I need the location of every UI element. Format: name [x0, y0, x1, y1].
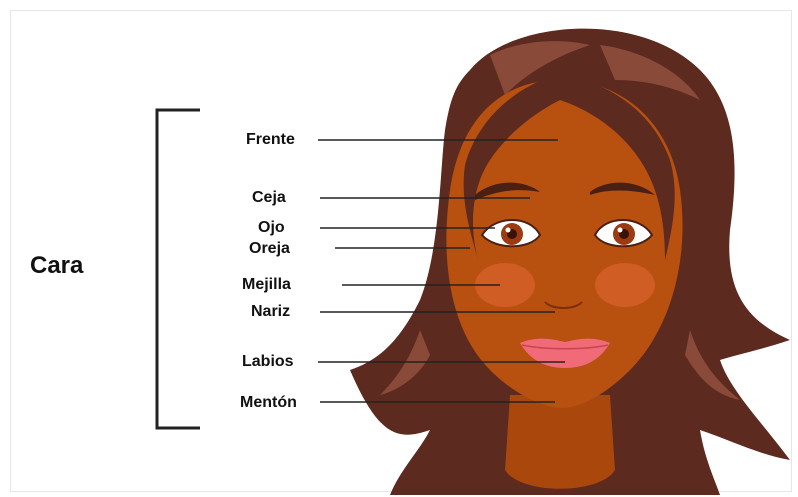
label-oreja: Oreja — [249, 240, 290, 258]
label-ojo: Ojo — [258, 219, 285, 237]
right-cheek — [595, 263, 655, 307]
label-labios: Labios — [242, 353, 294, 371]
label-frente: Frente — [246, 131, 295, 149]
label-menton: Mentón — [240, 394, 297, 412]
neck — [505, 395, 615, 489]
cara-label: Cara — [30, 252, 83, 280]
label-ceja: Ceja — [252, 189, 286, 207]
label-mejilla: Mejilla — [242, 276, 291, 294]
cara-bracket — [157, 110, 200, 428]
label-nariz: Nariz — [251, 303, 290, 321]
